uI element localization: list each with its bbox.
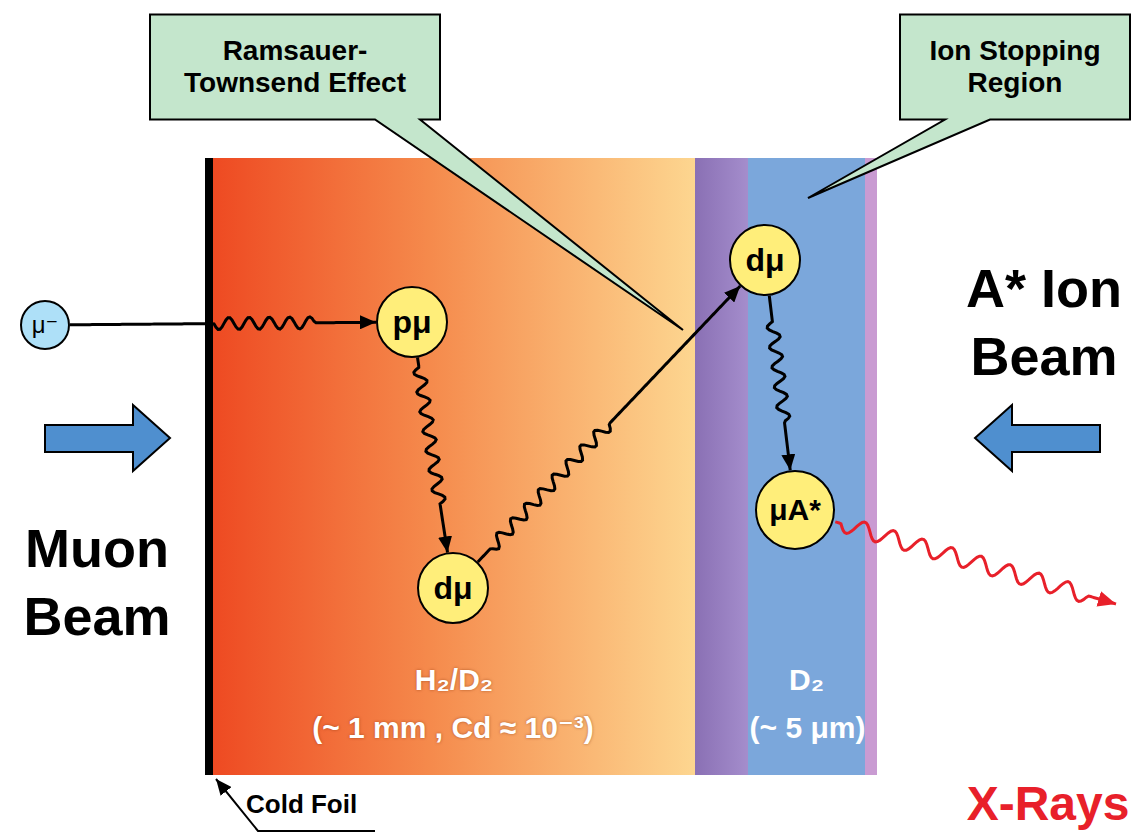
x-ray-wave [835, 522, 1116, 604]
callout-text: Ramsauer-Townsend Effect [162, 35, 428, 99]
particle-circle: μA* [755, 470, 835, 550]
cold-foil [205, 158, 213, 775]
particle-circle: dμ [417, 552, 489, 624]
callout-shape [808, 15, 1130, 199]
transfer-arrow [414, 358, 448, 553]
circle-shape [730, 225, 800, 295]
particle-symbol: dμ [433, 570, 472, 607]
particle-symbol: μA* [769, 493, 821, 528]
particle-symbol: dμ [745, 242, 784, 279]
substrate-edge [865, 158, 877, 775]
callout-text: Ion Stopping Region [912, 35, 1118, 99]
circle-shape [377, 287, 447, 357]
layer-label: H₂/D₂ [213, 662, 695, 698]
callout-box: Ramsauer-Townsend Effect [150, 15, 440, 120]
circle-shape [756, 471, 834, 549]
callout-box: Ion Stopping Region [900, 15, 1130, 120]
part-label: Cold Foil [246, 790, 396, 819]
transfer-arrow [70, 317, 376, 330]
ion-beam-arrow [975, 405, 1100, 471]
particle-circle: pμ [376, 286, 448, 358]
particle-circle: μ⁻ [20, 300, 70, 350]
transfer-arrow [767, 296, 790, 471]
x-ray-label: X-Rays [958, 778, 1138, 831]
layer-label: (~ 5 μm) [725, 710, 890, 746]
beam-label: A* Ion Beam [948, 255, 1140, 390]
callout-shape [150, 15, 683, 331]
muon-beam-arrow [45, 405, 170, 471]
particle-symbol: μ⁻ [32, 311, 59, 339]
circle-shape [21, 301, 69, 349]
transfer-arrow [478, 286, 740, 562]
beam-label: Muon Beam [2, 515, 192, 650]
circle-shape [418, 553, 488, 623]
h2-d2-layer [213, 158, 695, 775]
layer-label: D₂ [748, 662, 865, 698]
layer-label: (~ 1 mm , Cd ≈ 10⁻³) [205, 710, 701, 746]
particle-symbol: pμ [392, 304, 431, 341]
particle-circle: dμ [729, 224, 801, 296]
